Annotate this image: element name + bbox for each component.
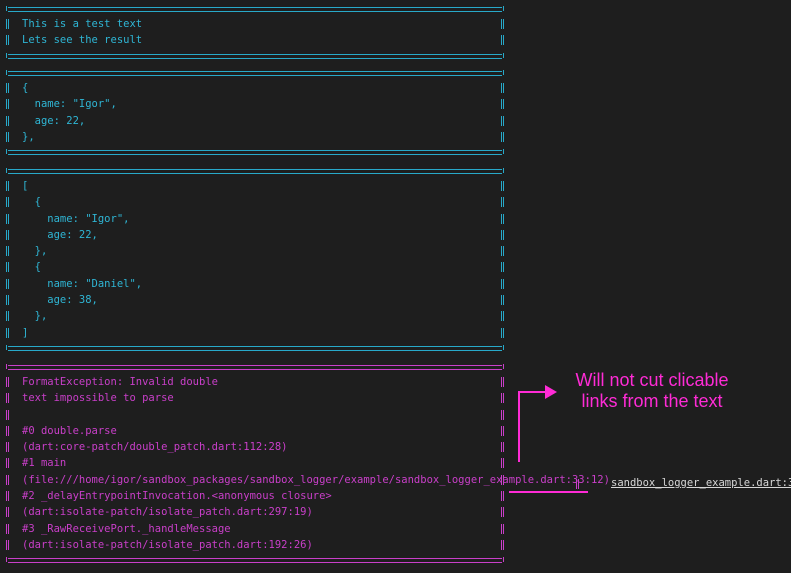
log-line-text: text impossible to parse xyxy=(22,392,174,405)
log-line: text impossible to parse xyxy=(6,390,504,406)
log-line-text: age: 22, xyxy=(22,228,98,241)
log-line-text: (dart:isolate-patch/isolate_patch.dart:1… xyxy=(22,538,313,551)
log-line-text: }, xyxy=(22,245,48,258)
log-line-text: This is a test text xyxy=(22,18,143,30)
log-line-text: name: "Daniel", xyxy=(22,277,143,290)
log-line-text: name: "Igor", xyxy=(22,98,117,111)
box-border xyxy=(6,52,504,59)
log-line-text: name: "Igor", xyxy=(22,212,130,225)
log-line: (dart:core-patch/double_patch.dart:112:2… xyxy=(6,439,504,455)
log-line: (file:///home/igor/sandbox_packages/sand… xyxy=(6,472,610,488)
log-line-text: (dart:core-patch/double_patch.dart:112:2… xyxy=(22,441,288,454)
box-border xyxy=(6,168,504,174)
box-border xyxy=(6,344,504,351)
log-box: FormatException: Invalid double text impo… xyxy=(6,364,610,564)
log-line-text: #0 double.parse xyxy=(22,424,117,437)
log-line: [ xyxy=(6,178,504,194)
log-line-text: #2 _delayEntrypointInvocation.<anonymous… xyxy=(22,490,332,503)
log-line-text: (dart:isolate-patch/isolate_patch.dart:2… xyxy=(22,506,313,519)
log-line: (dart:isolate-patch/isolate_patch.dart:1… xyxy=(6,537,504,553)
arrow-stem xyxy=(518,391,520,462)
log-line-text: [ xyxy=(22,180,29,192)
log-line: age: 22, xyxy=(6,113,504,129)
arrow-shaft xyxy=(518,391,546,393)
box-border xyxy=(6,364,504,370)
log-line-text: ] xyxy=(22,326,29,339)
log-line: ] xyxy=(6,325,504,341)
log-line: Lets see the result xyxy=(6,32,504,48)
box-border xyxy=(6,557,504,564)
box-border xyxy=(6,149,504,156)
box-border xyxy=(6,6,504,12)
log-line: age: 22, xyxy=(6,227,504,243)
log-line-text: Lets see the result xyxy=(22,34,143,47)
log-line-text: age: 38, xyxy=(22,294,98,307)
log-line: { xyxy=(6,194,504,210)
log-line-text: (file:///home/igor/sandbox_packages/sand… xyxy=(22,473,610,486)
log-line-text: { xyxy=(22,196,41,209)
log-line: (dart:isolate-patch/isolate_patch.dart:2… xyxy=(6,504,504,520)
annotation-line-1: Will not cut clicable xyxy=(575,370,729,390)
highlight-underline xyxy=(509,491,588,493)
arrow-head-icon xyxy=(545,385,557,399)
log-line: }, xyxy=(6,129,504,145)
log-line xyxy=(6,407,504,423)
log-line: name: "Daniel", xyxy=(6,276,504,292)
log-line-text: { xyxy=(22,82,29,94)
log-line-text: }, xyxy=(22,310,48,323)
log-line: age: 38, xyxy=(6,292,504,308)
box-border xyxy=(6,70,504,76)
log-line-text: FormatException: Invalid double xyxy=(22,376,218,388)
file-link[interactable]: sandbox_logger_example.dart:33 xyxy=(611,477,791,489)
log-line: }, xyxy=(6,243,504,259)
log-line: name: "Igor", xyxy=(6,211,504,227)
log-box: [ { name: "Igor", age: 22, }, { name: "D… xyxy=(6,168,504,351)
log-line-text: age: 22, xyxy=(22,114,86,127)
overflow-border-marker xyxy=(576,479,579,489)
log-line: #0 double.parse xyxy=(6,423,504,439)
log-line: #1 main xyxy=(6,455,504,471)
log-line: #3 _RawReceivePort._handleMessage xyxy=(6,521,504,537)
annotation-line-2: links from the text xyxy=(581,391,723,411)
log-box: { name: "Igor", age: 22,}, xyxy=(6,70,504,156)
log-line-text: { xyxy=(22,261,41,274)
log-line-text: #1 main xyxy=(22,457,67,470)
log-line-text: }, xyxy=(22,130,35,143)
log-line: { xyxy=(6,80,504,96)
log-line: }, xyxy=(6,308,504,324)
log-line-text: #3 _RawReceivePort._handleMessage xyxy=(22,522,231,535)
log-line: name: "Igor", xyxy=(6,96,504,112)
annotation-callout: Will not cut clicable links from the tex… xyxy=(556,370,748,412)
log-line: { xyxy=(6,259,504,275)
log-line: This is a test text xyxy=(6,16,504,32)
log-line: FormatException: Invalid double xyxy=(6,374,504,390)
log-line: #2 _delayEntrypointInvocation.<anonymous… xyxy=(6,488,504,504)
